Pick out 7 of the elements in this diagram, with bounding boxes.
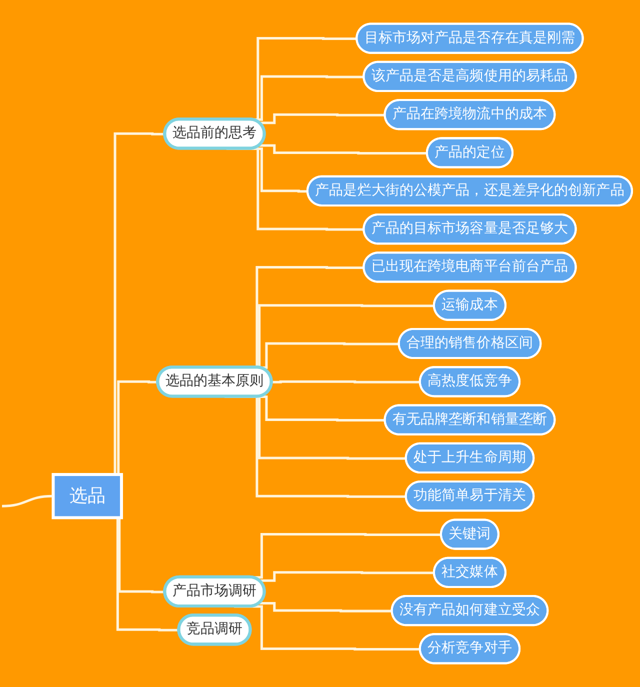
- connector: [259, 602, 392, 612]
- connector-line: [2, 494, 52, 508]
- connector: [259, 144, 428, 154]
- connector: [259, 113, 386, 124]
- node-box: 选品: [52, 473, 123, 520]
- connector: [272, 380, 420, 384]
- connector: [259, 571, 434, 582]
